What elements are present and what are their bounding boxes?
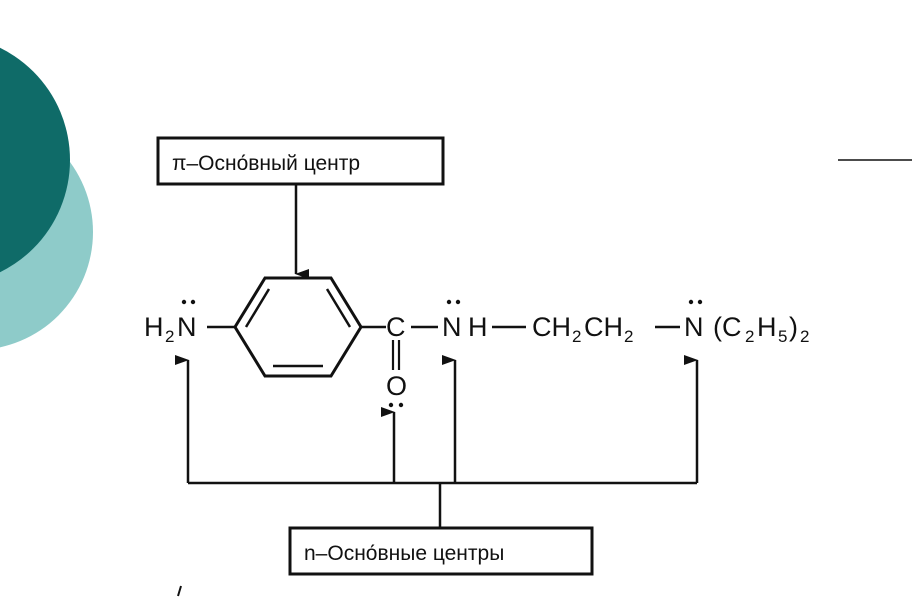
lone-pair-dot bbox=[446, 299, 452, 305]
pi-center-box bbox=[156, 136, 445, 186]
benzene-ring bbox=[233, 276, 363, 378]
diethyl-close: ) bbox=[789, 312, 798, 342]
ethylene-ch-1: CH bbox=[532, 312, 571, 342]
ring-double-bond-1 bbox=[244, 288, 271, 328]
amine-n: N bbox=[177, 312, 197, 342]
tertiary-amine-n: N bbox=[684, 312, 704, 342]
lone-pair-dot bbox=[697, 299, 703, 305]
diethyl-h-subscript: 5 bbox=[778, 327, 787, 346]
carbonyl-c: C bbox=[386, 312, 406, 342]
stray-mark bbox=[177, 585, 182, 597]
amine-h-subscript: 2 bbox=[165, 327, 174, 346]
ethylene-subscript-1: 2 bbox=[572, 327, 581, 346]
ring-double-bond-2 bbox=[325, 288, 352, 328]
amide-n: N bbox=[442, 312, 462, 342]
lone-pair-dot bbox=[688, 299, 694, 305]
ethylene-subscript-2: 2 bbox=[624, 327, 633, 346]
n-centers-label: n–Осно́вные центры bbox=[304, 542, 504, 565]
lone-pair-dot bbox=[181, 299, 187, 305]
diethyl-open: (C bbox=[713, 312, 742, 342]
diethyl-h: H bbox=[757, 312, 777, 342]
ethylene-ch-2: CH bbox=[584, 312, 623, 342]
pi-center-label: π–Осно́вный центр bbox=[172, 152, 360, 175]
diethyl-outer-subscript: 2 bbox=[800, 327, 809, 346]
lone-pair-dot bbox=[190, 299, 196, 305]
lone-pair-dot bbox=[388, 402, 394, 408]
amide-h: H bbox=[468, 312, 488, 342]
n-centers-box bbox=[288, 526, 594, 576]
decor-dark-circle bbox=[0, 47, 70, 273]
lone-pair-dot bbox=[398, 402, 404, 408]
amine-h: H bbox=[144, 312, 164, 342]
lone-pair-dot bbox=[455, 299, 461, 305]
carbonyl-o: O bbox=[386, 371, 407, 401]
diethyl-c-subscript: 2 bbox=[745, 327, 754, 346]
